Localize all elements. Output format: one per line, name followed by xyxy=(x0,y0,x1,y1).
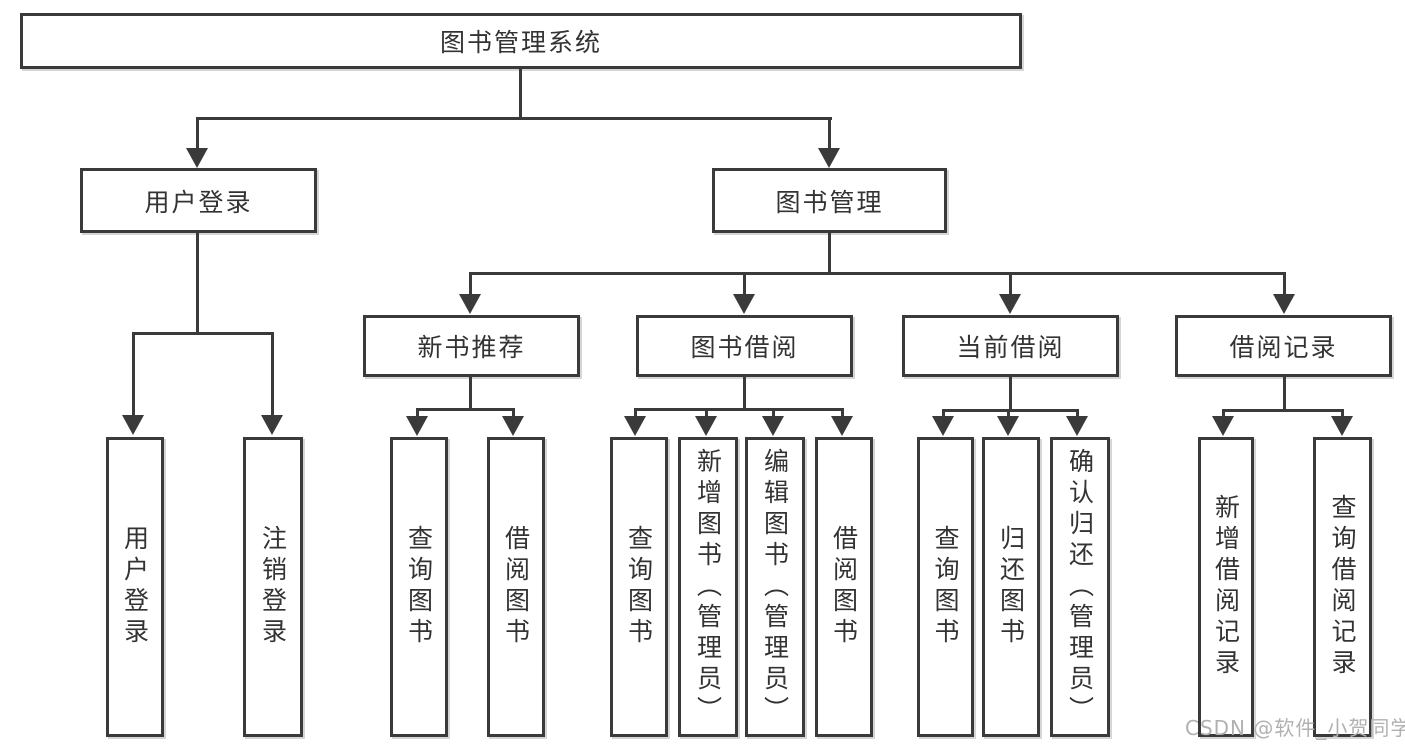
connector-user-login-drop xyxy=(196,233,199,334)
arrow-bb-add xyxy=(695,408,717,436)
arrow-to-borrow-records xyxy=(1273,272,1295,314)
node-borrow-records: 借阅记录 xyxy=(1175,315,1392,377)
arrow-br-query xyxy=(1331,409,1353,436)
leaf-br-query-record: 查询借阅记录 xyxy=(1313,437,1372,737)
connector-cb-drop xyxy=(1009,377,1012,411)
arrow-bb-query xyxy=(624,408,646,436)
arrow-bb-borrow xyxy=(831,408,853,436)
node-root: 图书管理系统 xyxy=(20,13,1022,69)
arrow-cb-query xyxy=(932,409,954,436)
connector-br-split xyxy=(1222,409,1344,412)
arrow-nb-borrow xyxy=(502,408,524,436)
connector-nb-drop xyxy=(469,377,472,410)
arrow-to-leaf-user-login xyxy=(122,332,144,435)
leaf-bb-borrow-books: 借阅图书 xyxy=(815,437,873,737)
leaf-cb-query-books: 查询图书 xyxy=(917,437,974,737)
connector-root-split xyxy=(196,117,832,120)
arrow-to-book-management xyxy=(818,117,840,168)
node-book-borrow: 图书借阅 xyxy=(636,315,853,377)
node-user-login: 用户登录 xyxy=(80,168,317,233)
connector-book-management-drop xyxy=(828,233,831,274)
node-current-borrow: 当前借阅 xyxy=(902,315,1119,377)
leaf-user-login: 用户登录 xyxy=(106,437,164,737)
arrow-cb-confirm xyxy=(1066,409,1088,436)
connector-level3-split xyxy=(469,272,1286,275)
node-book-management: 图书管理 xyxy=(712,168,947,233)
connector-bb-split xyxy=(634,408,844,411)
connector-nb-split xyxy=(416,408,515,411)
leaf-nb-borrow-books: 借阅图书 xyxy=(487,437,545,737)
leaf-cb-confirm-return-admin: 确认归还（管理员） xyxy=(1050,437,1110,737)
leaf-bb-query-books: 查询图书 xyxy=(610,437,668,737)
arrow-bb-edit xyxy=(762,408,784,436)
leaf-bb-edit-books-admin: 编辑图书（管理员） xyxy=(745,437,805,737)
arrow-to-user-login xyxy=(186,117,208,168)
csdn-watermark: CSDN @软件_小贺同学 xyxy=(1185,716,1405,740)
connector-user-login-split xyxy=(132,332,274,335)
arrow-br-add xyxy=(1212,409,1234,436)
arrow-to-new-book-recommend xyxy=(459,272,481,314)
arrow-to-book-borrow xyxy=(733,272,755,314)
node-new-book-recommend: 新书推荐 xyxy=(363,315,580,377)
connector-root-drop xyxy=(519,66,522,118)
arrow-to-leaf-logout xyxy=(261,332,283,435)
connector-br-drop xyxy=(1283,377,1286,411)
leaf-logout: 注销登录 xyxy=(243,437,303,737)
connector-cb-split xyxy=(942,409,1079,412)
leaf-br-add-record: 新增借阅记录 xyxy=(1198,437,1254,737)
leaf-cb-return-books: 归还图书 xyxy=(982,437,1040,737)
arrow-to-current-borrow xyxy=(999,272,1021,314)
arrow-nb-query xyxy=(406,408,428,436)
arrow-cb-return xyxy=(997,409,1019,436)
connector-bb-drop xyxy=(743,377,746,410)
leaf-bb-add-books-admin: 新增图书（管理员） xyxy=(678,437,738,737)
leaf-nb-query-books: 查询图书 xyxy=(390,437,448,737)
